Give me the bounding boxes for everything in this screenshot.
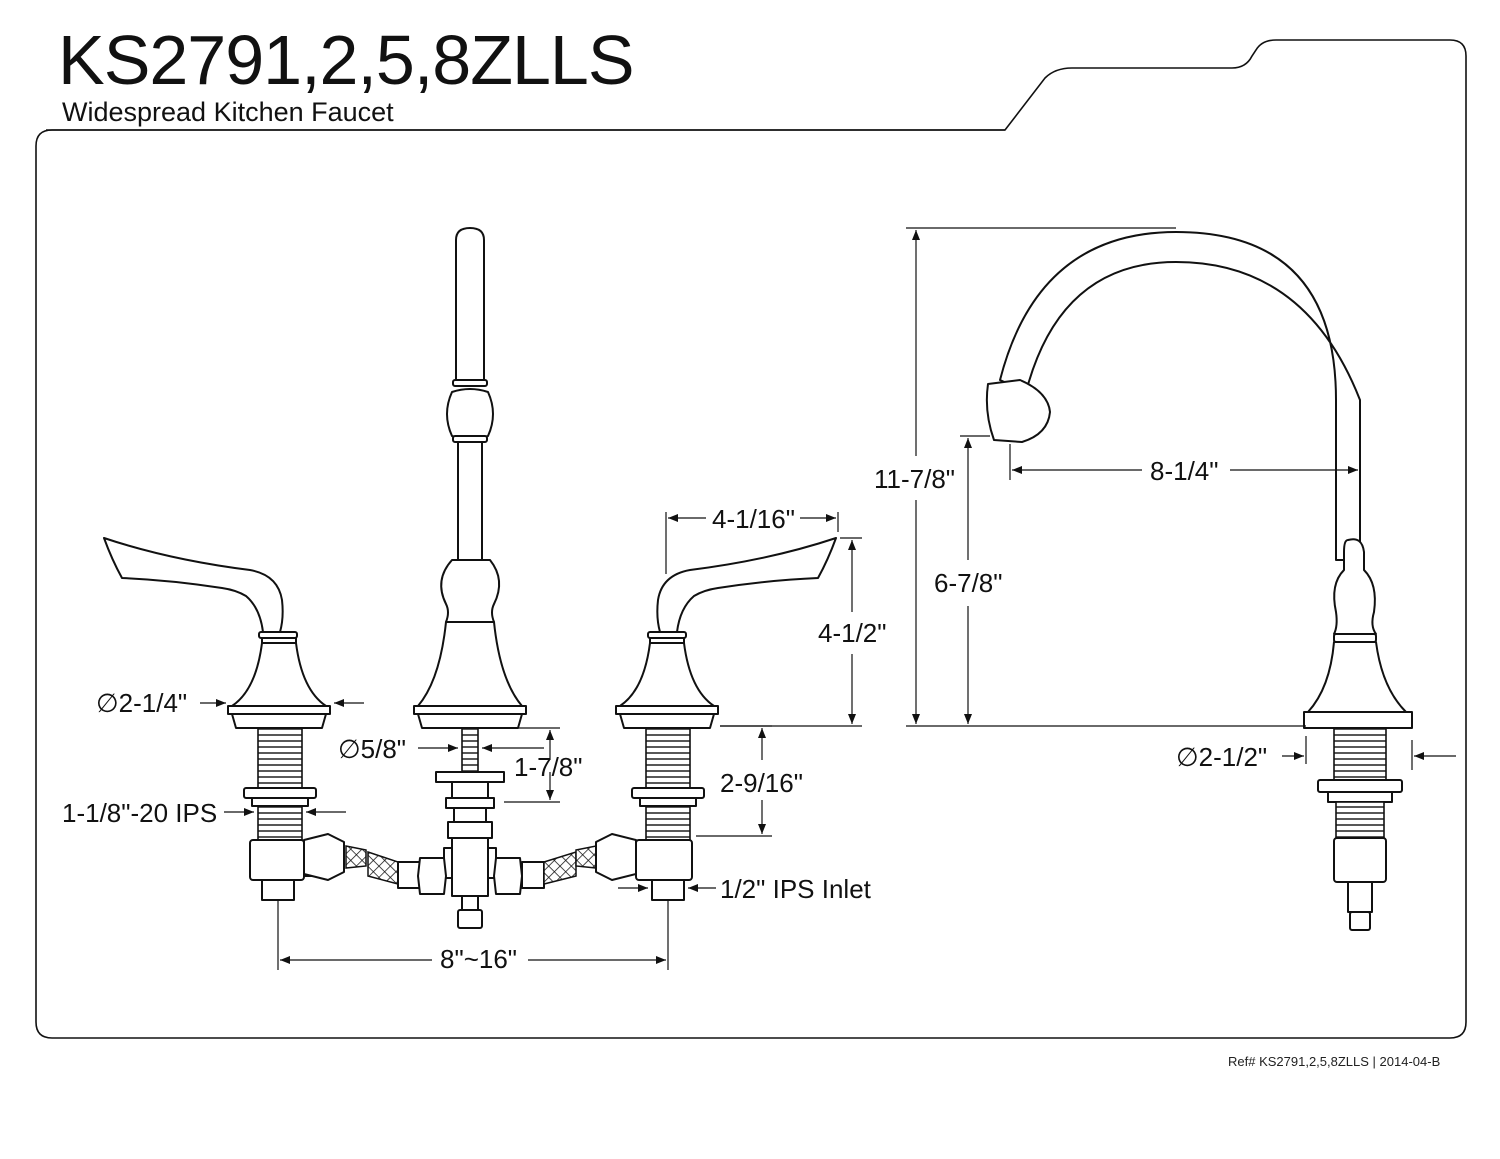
supply-hoses: [303, 833, 637, 895]
dim-base-diameter-right: ∅2-1/2": [1176, 742, 1267, 772]
dim-spout-reach: 8-1/4": [1150, 456, 1219, 486]
spout-side-view: [985, 231, 1413, 931]
dim-shank-thread: 1-1/8"-20 IPS: [62, 798, 217, 828]
dim-handle-width: 4-1/16": [712, 504, 795, 534]
page-subtitle: Widespread Kitchen Faucet: [62, 97, 394, 127]
dim-shank-diameter: ∅5/8": [338, 734, 406, 764]
dim-spout-height: 6-7/8": [934, 568, 1003, 598]
left-handle: [103, 537, 333, 901]
dim-spout-shank-length: 1-7/8": [514, 752, 583, 782]
dim-spread: 8"~16": [440, 944, 517, 974]
right-handle: [615, 537, 837, 901]
dim-handle-height: 4-1/2": [818, 618, 887, 648]
dim-base-diameter-left: ∅2-1/4": [96, 688, 187, 718]
dim-total-height: 11-7/8": [874, 464, 955, 494]
spout-front-view: [413, 227, 527, 929]
reference-code: Ref# KS2791,2,5,8ZLLS | 2014-04-B: [1228, 1054, 1441, 1069]
page-title: KS2791,2,5,8ZLLS: [58, 21, 635, 99]
dim-shank-length: 2-9/16": [720, 768, 803, 798]
frame-outline: [35, 39, 1467, 1039]
dim-inlet: 1/2" IPS Inlet: [720, 874, 872, 904]
